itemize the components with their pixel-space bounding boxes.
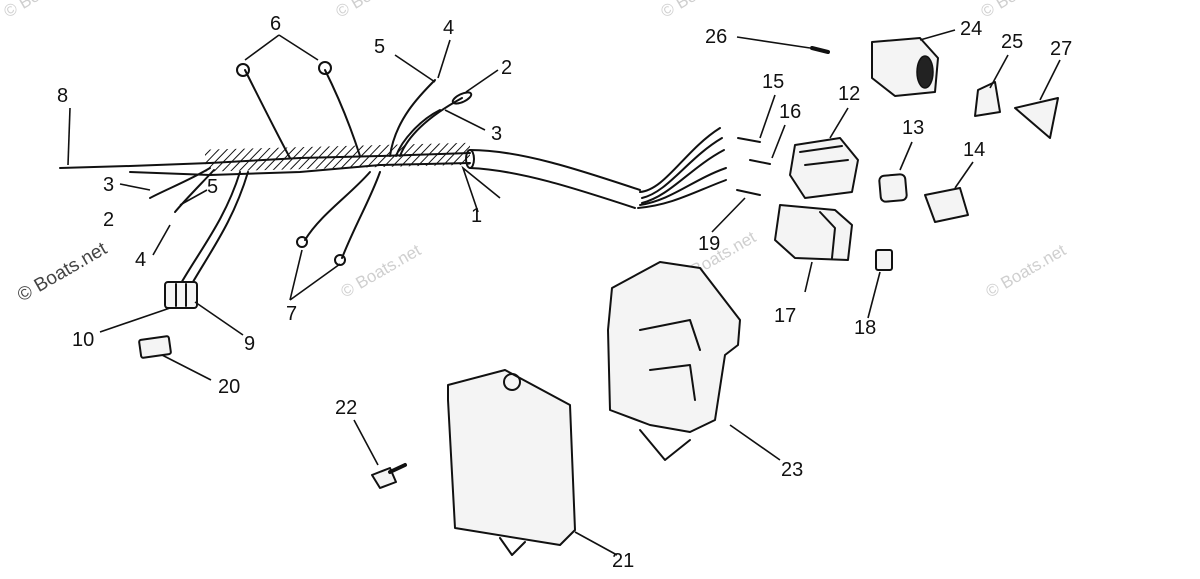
callout-19: 19 bbox=[698, 233, 720, 255]
bracket-23 bbox=[607, 261, 741, 461]
callout-17: 17 bbox=[774, 305, 796, 327]
watermark: © Boats.net bbox=[333, 0, 420, 21]
watermark: © Boats.net bbox=[658, 0, 745, 21]
callout-9: 9 bbox=[244, 333, 255, 355]
callout-8: 8 bbox=[57, 85, 68, 107]
leader-lines bbox=[67, 29, 1061, 556]
watermark: © Boats.net bbox=[338, 240, 425, 301]
watermark: © Boats.net bbox=[983, 240, 1070, 301]
callout-7: 7 bbox=[286, 303, 297, 325]
connector-12 bbox=[789, 137, 859, 199]
seal-25 bbox=[974, 81, 1001, 117]
housing-24 bbox=[871, 37, 939, 97]
callout-5: 5 bbox=[207, 176, 218, 198]
callout-20: 20 bbox=[218, 376, 240, 398]
fuse bbox=[138, 335, 172, 359]
cover-21 bbox=[447, 369, 576, 556]
callout-2: 2 bbox=[501, 57, 512, 79]
clip-18 bbox=[875, 249, 893, 271]
callout-4: 4 bbox=[443, 17, 454, 39]
bolt-22 bbox=[371, 463, 407, 489]
callout-18: 18 bbox=[854, 317, 876, 339]
callout-26: 26 bbox=[705, 26, 727, 48]
callout-16: 16 bbox=[779, 101, 801, 123]
callout-15: 15 bbox=[762, 71, 784, 93]
callout-1: 1 bbox=[471, 205, 482, 227]
callout-25: 25 bbox=[1001, 31, 1023, 53]
callout-10: 10 bbox=[72, 329, 94, 351]
callout-12: 12 bbox=[838, 83, 860, 105]
callout-4: 4 bbox=[135, 249, 146, 271]
wiring-harness bbox=[59, 61, 727, 309]
callout-14: 14 bbox=[963, 139, 985, 161]
watermark-left: © Boats.net bbox=[14, 238, 111, 306]
callout-13: 13 bbox=[902, 117, 924, 139]
pins bbox=[736, 137, 771, 196]
watermark: © Boats.net bbox=[1, 0, 88, 21]
screw-26 bbox=[810, 46, 830, 54]
callout-2: 2 bbox=[103, 209, 114, 231]
callout-3: 3 bbox=[103, 174, 114, 196]
callout-6: 6 bbox=[270, 13, 281, 35]
callout-22: 22 bbox=[335, 397, 357, 419]
callout-21: 21 bbox=[612, 550, 634, 572]
callout-27: 27 bbox=[1050, 38, 1072, 60]
callout-23: 23 bbox=[781, 459, 803, 481]
callouts: 6 5 4 2 3 8 3 5 2 4 10 9 20 7 1 26 24 25… bbox=[57, 13, 1072, 572]
callout-24: 24 bbox=[960, 18, 982, 40]
plug-14 bbox=[924, 187, 969, 223]
wedge-27 bbox=[1014, 97, 1059, 139]
watermark: © Boats.net bbox=[978, 0, 1065, 21]
callout-3: 3 bbox=[491, 123, 502, 145]
connector-17 bbox=[774, 204, 853, 261]
seal-13 bbox=[878, 173, 908, 203]
callout-5: 5 bbox=[374, 36, 385, 58]
